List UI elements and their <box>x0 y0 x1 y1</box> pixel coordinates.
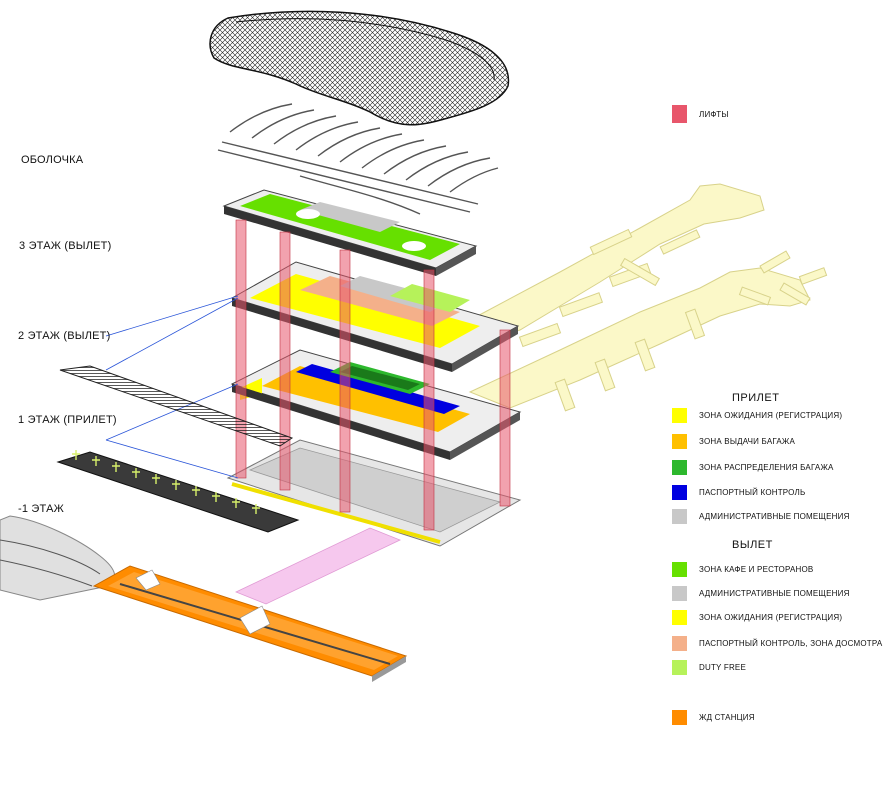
legend-item-departures-0: ЗОНА КАФЕ И РЕСТОРАНОВ <box>672 561 813 577</box>
legend-heading-arrivals: ПРИЛЕТ <box>732 392 780 404</box>
swatch-departures-3 <box>672 635 687 651</box>
legend-label-railway: ЖД СТАНЦИЯ <box>699 712 755 722</box>
legend-label-lifts: ЛИФТЫ <box>699 109 729 119</box>
connector-lines <box>105 295 239 479</box>
legend-item-departures-1: АДМИНИСТРАТИВНЫЕ ПОМЕЩЕНИЯ <box>672 585 850 601</box>
legend-label-arrivals-4: АДМИНИСТРАТИВНЫЕ ПОМЕЩЕНИЯ <box>699 511 850 521</box>
label-basement: -1 ЭТАЖ <box>18 503 64 515</box>
swatch-railway <box>672 709 687 725</box>
rail-tunnel <box>0 515 116 601</box>
swatch-departures-2 <box>672 609 687 625</box>
road-strip <box>59 365 294 447</box>
legend-label-departures-1: АДМИНИСТРАТИВНЫЕ ПОМЕЩЕНИЯ <box>699 588 850 598</box>
legend-item-arrivals-0: ЗОНА ОЖИДАНИЯ (РЕГИСТРАЦИЯ) <box>672 407 842 423</box>
legend-item-arrivals-1: ЗОНА ВЫДАЧИ БАГАЖА <box>672 433 795 449</box>
lift-shafts <box>235 219 511 531</box>
legend-item-arrivals-4: АДМИНИСТРАТИВНЫЕ ПОМЕЩЕНИЯ <box>672 508 850 524</box>
legend-item-departures-2: ЗОНА ОЖИДАНИЯ (РЕГИСТРАЦИЯ) <box>672 609 842 625</box>
legend-label-arrivals-1: ЗОНА ВЫДАЧИ БАГАЖА <box>699 436 796 446</box>
swatch-departures-1 <box>672 585 687 601</box>
bus-platform <box>56 450 300 533</box>
legend-item-arrivals-2: ЗОНА РАСПРЕДЕЛЕНИЯ БАГАЖА <box>672 459 834 475</box>
label-floor-3: 3 ЭТАЖ (ВЫЛЕТ) <box>19 240 112 252</box>
legend-item-arrivals-3: ПАСПОРТНЫЙ КОНТРОЛЬ <box>672 484 805 500</box>
legend-label-departures-3: ПАСПОРТНЫЙ КОНТРОЛЬ, ЗОНА ДОСМОТРА <box>699 638 883 648</box>
legend-label-arrivals-3: ПАСПОРТНЫЙ КОНТРОЛЬ <box>699 487 806 497</box>
legend-label-departures-0: ЗОНА КАФЕ И РЕСТОРАНОВ <box>699 564 814 574</box>
swatch-departures-4 <box>672 659 687 675</box>
legend-label-arrivals-2: ЗОНА РАСПРЕДЕЛЕНИЯ БАГАЖА <box>699 462 834 472</box>
label-shell: ОБОЛОЧКА <box>21 154 84 166</box>
swatch-lifts <box>672 105 687 123</box>
legend-item-railway: ЖД СТАНЦИЯ <box>672 709 755 725</box>
roof-structure <box>217 103 499 215</box>
legend-item-lifts: ЛИФТЫ <box>672 105 729 123</box>
roof-shell <box>209 10 510 126</box>
swatch-arrivals-1 <box>672 433 687 449</box>
legend-label-departures-2: ЗОНА ОЖИДАНИЯ (РЕГИСТРАЦИЯ) <box>699 612 843 622</box>
swatch-arrivals-2 <box>672 459 687 475</box>
departure-pier <box>468 183 828 412</box>
swatch-departures-0 <box>672 561 687 577</box>
level-minus1-slab <box>226 439 522 547</box>
legend-item-departures-3: ПАСПОРТНЫЙ КОНТРОЛЬ, ЗОНА ДОСМОТРА <box>672 635 882 651</box>
railway-station <box>92 565 408 682</box>
pink-walkway <box>235 527 401 605</box>
label-floor-2: 2 ЭТАЖ (ВЫЛЕТ) <box>18 330 111 342</box>
legend-item-departures-4: DUTY FREE <box>672 659 746 675</box>
legend-heading-departures: ВЫЛЕТ <box>732 539 773 551</box>
swatch-arrivals-0 <box>672 407 687 423</box>
label-floor-1: 1 ЭТАЖ (ПРИЛЕТ) <box>18 414 117 426</box>
level-3-departures <box>222 189 478 276</box>
level-2-departures <box>230 261 520 372</box>
legend-label-arrivals-0: ЗОНА ОЖИДАНИЯ (РЕГИСТРАЦИЯ) <box>699 410 843 420</box>
swatch-arrivals-3 <box>672 484 687 500</box>
legend-label-departures-4: DUTY FREE <box>699 662 746 672</box>
swatch-arrivals-4 <box>672 508 687 524</box>
